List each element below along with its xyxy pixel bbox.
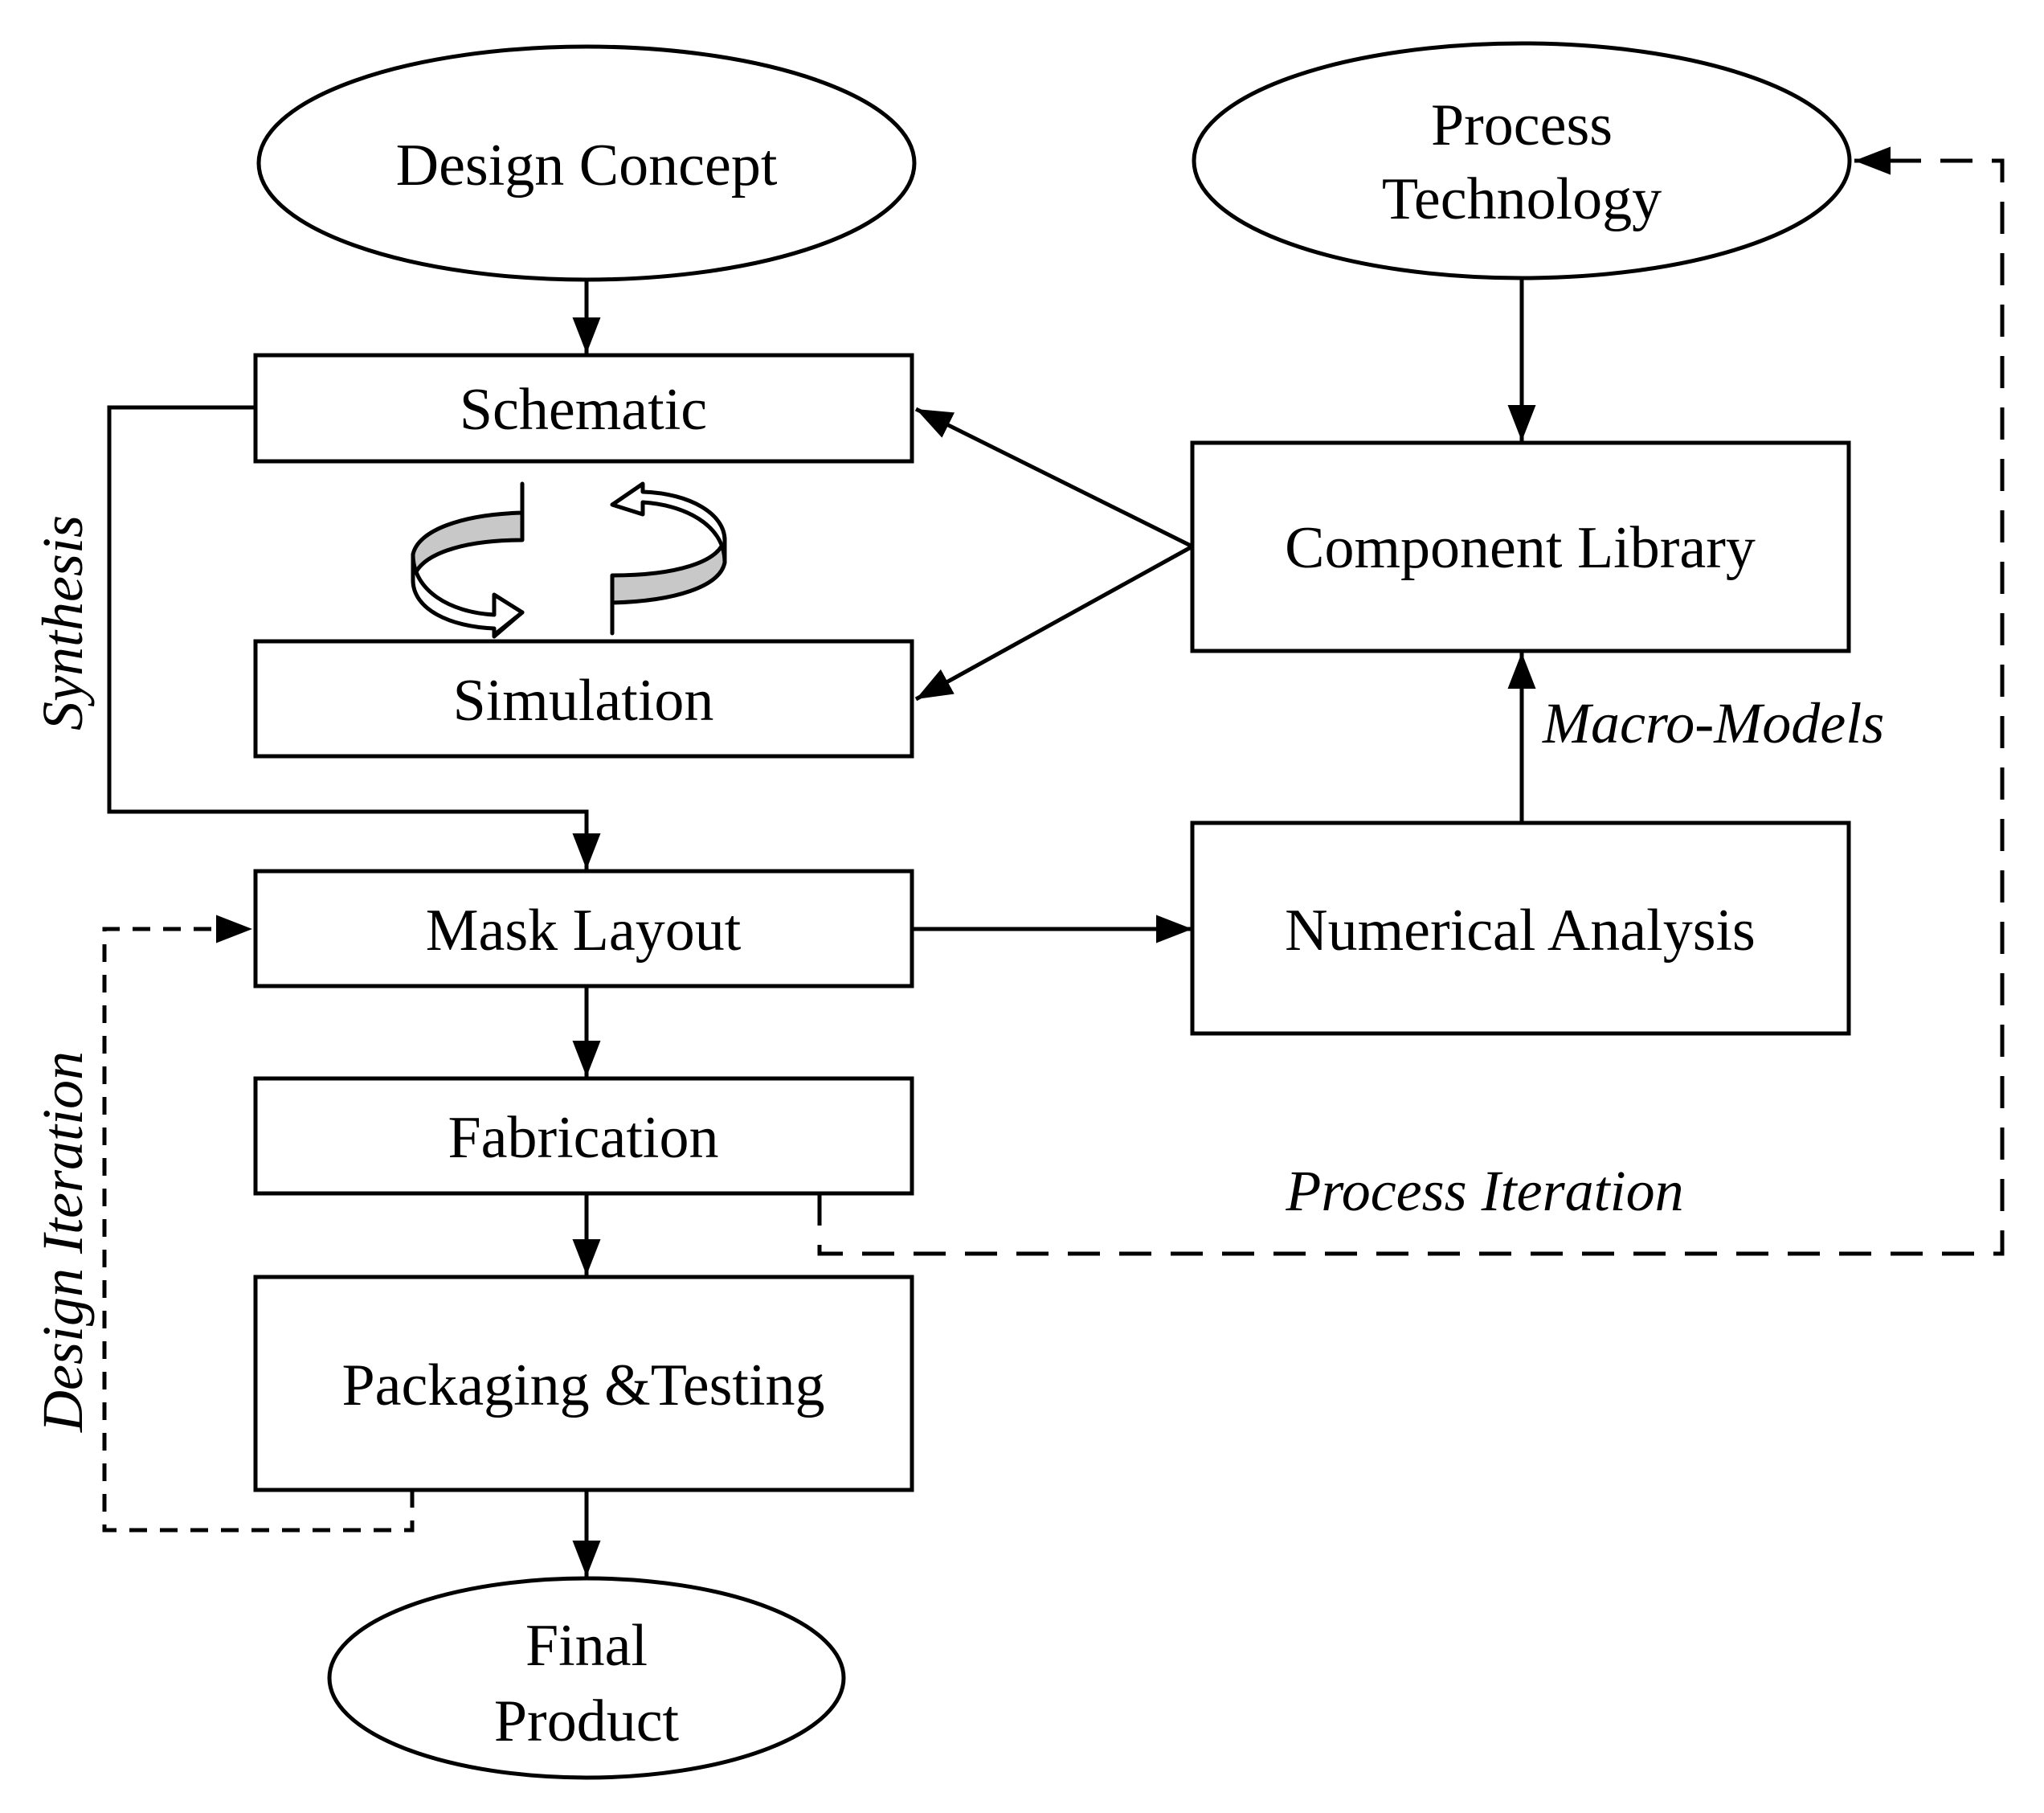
node-design-concept: Design Concept (256, 44, 917, 282)
edge-library-to-simulation (914, 544, 1194, 702)
cycle-arrows-icon (411, 481, 727, 639)
node-component-library: Component Library (1190, 440, 1851, 653)
edge-synthesis (107, 405, 601, 870)
node-packaging-testing-label: Packaging &Testing (341, 1353, 824, 1418)
edge-library-to-schematic (914, 407, 1194, 549)
node-mask-layout: Mask Layout (253, 869, 914, 988)
node-final-product-label-line1: Final (525, 1613, 648, 1679)
cycle-arrow-left-body (411, 481, 525, 583)
node-simulation: Simulation (253, 639, 914, 759)
node-process-technology: Process Technology (1192, 41, 1852, 280)
node-schematic: Schematic (253, 353, 914, 464)
label-process-iteration: Process Iteration (1285, 1159, 1683, 1223)
node-simulation-label: Simulation (453, 668, 714, 734)
label-synthesis: Synthesis (31, 515, 95, 731)
cycle-arrow-right-under (610, 481, 727, 565)
node-fabrication: Fabrication (253, 1076, 914, 1196)
node-schematic-label: Schematic (460, 377, 707, 443)
node-final-product: Final Product (327, 1576, 846, 1780)
label-design-iteration: Design Iteration (31, 1051, 95, 1433)
node-packaging-testing: Packaging &Testing (253, 1275, 914, 1492)
node-numerical-analysis: Numerical Analysis (1190, 821, 1851, 1036)
node-design-concept-label: Design Concept (396, 133, 778, 198)
edge-design-iteration (102, 915, 415, 1533)
label-macro-models: Macro-Models (1542, 691, 1884, 755)
node-process-technology-label-line1: Process (1431, 92, 1613, 158)
cycle-arrow-right-body (610, 536, 727, 636)
cycle-arrow-left-under (411, 552, 525, 637)
edge-process-iteration (817, 146, 2005, 1256)
node-fabrication-label: Fabrication (448, 1105, 718, 1171)
node-numerical-analysis-label: Numerical Analysis (1285, 898, 1756, 964)
node-process-technology-label-line2: Technology (1382, 166, 1662, 232)
node-final-product-label-line2: Product (494, 1688, 680, 1754)
node-mask-layout-label: Mask Layout (426, 898, 742, 964)
node-component-library-label: Component Library (1285, 515, 1756, 581)
